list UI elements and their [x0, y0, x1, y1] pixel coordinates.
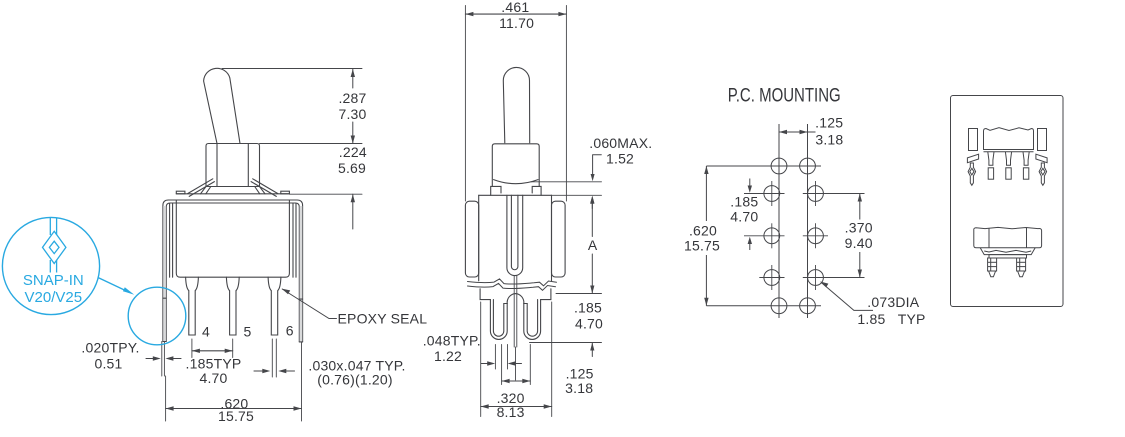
svg-text:3.18: 3.18: [815, 131, 843, 147]
svg-text:7.30: 7.30: [338, 106, 366, 122]
svg-text:A: A: [588, 237, 598, 253]
svg-text:6: 6: [286, 322, 294, 338]
svg-text:.185TYP: .185TYP: [186, 355, 242, 371]
svg-text:.060MAX.: .060MAX.: [589, 135, 652, 151]
svg-text:EPOXY SEAL: EPOXY SEAL: [338, 311, 428, 327]
svg-text:.185: .185: [574, 299, 602, 315]
svg-text:4: 4: [202, 323, 210, 339]
svg-text:4.70: 4.70: [730, 208, 758, 224]
svg-text:11.70: 11.70: [499, 15, 534, 31]
svg-text:.287: .287: [338, 90, 366, 106]
svg-text:1.52: 1.52: [606, 151, 634, 167]
svg-text:SNAP-IN: SNAP-IN: [23, 272, 84, 289]
svg-text:.224: .224: [339, 144, 367, 160]
svg-text:1.85 TYP: 1.85 TYP: [857, 311, 925, 327]
svg-text:.030x.047 TYP.: .030x.047 TYP.: [308, 358, 405, 374]
svg-text:.125: .125: [815, 114, 843, 130]
svg-text:.461: .461: [501, 0, 529, 15]
svg-text:V20/V25: V20/V25: [25, 289, 83, 306]
svg-text:(0.76)(1.20): (0.76)(1.20): [317, 371, 393, 387]
svg-text:4.70: 4.70: [199, 370, 227, 386]
svg-text:.370: .370: [845, 219, 873, 235]
svg-text:P.C. MOUNTING: P.C. MOUNTING: [728, 85, 841, 106]
svg-text:.620: .620: [220, 395, 248, 411]
svg-text:15.75: 15.75: [684, 238, 720, 254]
svg-text:15.75: 15.75: [218, 408, 254, 424]
svg-text:.073DIA: .073DIA: [867, 294, 919, 310]
svg-text:.185: .185: [730, 194, 758, 210]
svg-text:0.51: 0.51: [94, 355, 122, 371]
svg-text:5.69: 5.69: [338, 160, 366, 176]
svg-text:.125: .125: [566, 365, 594, 381]
svg-text:1.22: 1.22: [434, 348, 462, 364]
svg-text:4.70: 4.70: [575, 315, 603, 331]
svg-text:9.40: 9.40: [845, 235, 873, 251]
svg-text:.020TPY.: .020TPY.: [81, 340, 139, 356]
svg-text:8.13: 8.13: [497, 404, 525, 420]
svg-text:.320: .320: [497, 390, 525, 406]
svg-text:3.18: 3.18: [565, 380, 593, 396]
svg-text:5: 5: [244, 323, 252, 339]
svg-text:.048TYP.: .048TYP.: [423, 332, 481, 348]
svg-text:.620: .620: [689, 223, 717, 239]
